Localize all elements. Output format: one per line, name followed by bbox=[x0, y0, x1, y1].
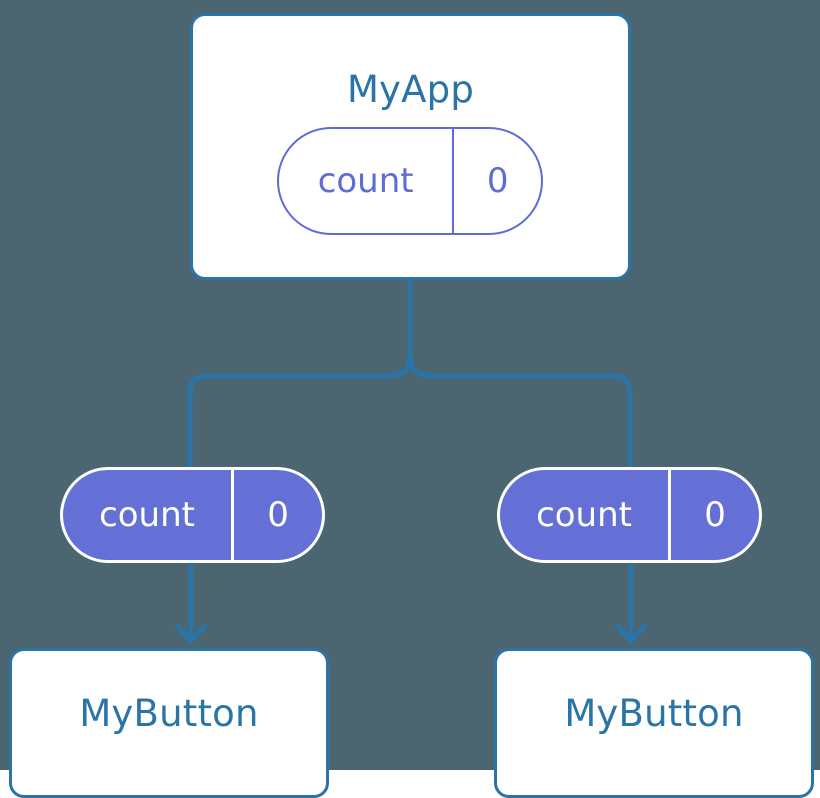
connector-branch-left bbox=[187, 349, 413, 468]
child-left-state-key: count bbox=[63, 470, 235, 560]
child-left-component-title: MyButton bbox=[79, 692, 259, 735]
root-component-title: MyApp bbox=[346, 68, 475, 111]
child-right-component-box[interactable]: MyButton bbox=[494, 648, 814, 798]
child-left-state-value: 0 bbox=[267, 495, 289, 535]
child-right-state-value: 0 bbox=[704, 495, 726, 535]
child-right-component-title: MyButton bbox=[564, 692, 744, 735]
root-state-key: count bbox=[279, 129, 455, 233]
child-left-component-box[interactable]: MyButton bbox=[9, 648, 329, 798]
root-state-pill[interactable]: count 0 bbox=[277, 127, 543, 235]
child-right-state-key: count bbox=[500, 470, 672, 560]
child-left-state-pill[interactable]: count 0 bbox=[60, 467, 325, 563]
root-state-value: 0 bbox=[486, 161, 509, 201]
connector-branch-right bbox=[407, 349, 633, 468]
arrowhead-right-icon bbox=[614, 623, 648, 644]
arrowhead-left-icon bbox=[174, 623, 208, 644]
child-right-state-pill[interactable]: count 0 bbox=[497, 467, 762, 563]
